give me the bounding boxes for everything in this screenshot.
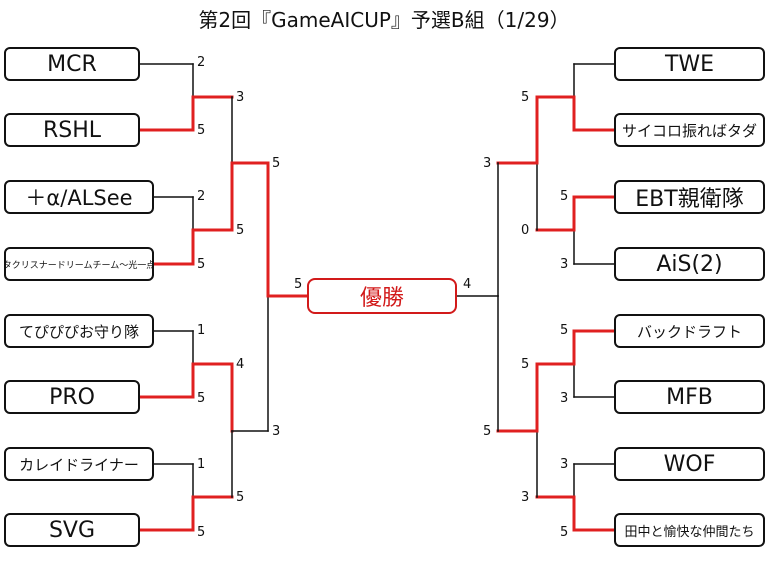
right-r1-score-6: 3 <box>560 391 569 406</box>
left-r1-score-8: 5 <box>197 525 206 540</box>
page-title: 第2回『GameAICUP』予選B組（1/29） <box>198 8 570 32</box>
left-r1-score-7: 1 <box>197 457 206 472</box>
right-r1-score-5: 5 <box>560 323 569 338</box>
right-team-4: AiS(2) <box>614 247 765 281</box>
right-team-2: サイコロ振ればタダ <box>614 113 765 147</box>
right-team-1: TWE <box>614 47 765 81</box>
left-team-6: PRO <box>4 380 140 414</box>
left-team-7: カレイドライナー <box>4 447 154 481</box>
right-team-8: 田中と愉快な仲間たち <box>614 513 765 547</box>
left-r1-score-1: 2 <box>197 55 206 70</box>
left-r1-score-3: 2 <box>197 189 206 204</box>
left-r2-score-1: 3 <box>236 90 245 105</box>
left-semi-score-1: 5 <box>272 156 281 171</box>
right-r2-score-1: 5 <box>521 90 530 105</box>
left-team-4: オタクリスナードリームチーム〜光一点〜 <box>4 247 154 281</box>
right-r1-score-3: 5 <box>560 189 569 204</box>
right-r1-score-4: 3 <box>560 257 569 272</box>
right-r1-score-7: 3 <box>560 457 569 472</box>
left-r2-score-4: 5 <box>236 490 245 505</box>
right-semi-score-2: 5 <box>483 424 492 439</box>
left-semi-score-2: 3 <box>272 424 281 439</box>
left-r1-score-2: 5 <box>197 123 206 138</box>
left-team-8: SVG <box>4 513 140 547</box>
left-team-1: MCR <box>4 47 140 81</box>
left-team-2: RSHL <box>4 113 140 147</box>
right-r2-score-2: 0 <box>521 223 530 238</box>
right-team-6: MFB <box>614 380 765 414</box>
champion-box: 優勝 <box>307 278 457 314</box>
left-r1-score-6: 5 <box>197 391 206 406</box>
right-r2-score-4: 3 <box>521 490 530 505</box>
right-team-3: EBT親衛隊 <box>614 180 765 214</box>
right-r1-score-8: 5 <box>560 525 569 540</box>
right-r2-score-3: 5 <box>521 357 530 372</box>
right-final-score: 4 <box>463 277 472 292</box>
left-r2-score-2: 5 <box>236 223 245 238</box>
left-final-score: 5 <box>294 277 303 292</box>
right-team-5: バックドラフト <box>614 314 765 348</box>
left-team-5: てぴぴぴお守り隊 <box>4 314 154 348</box>
left-team-3: ＋α/ALSee <box>4 180 154 214</box>
right-team-7: WOF <box>614 447 765 481</box>
left-r1-score-4: 5 <box>197 257 206 272</box>
left-r2-score-3: 4 <box>236 357 245 372</box>
left-r1-score-5: 1 <box>197 323 206 338</box>
right-semi-score-1: 3 <box>483 156 492 171</box>
